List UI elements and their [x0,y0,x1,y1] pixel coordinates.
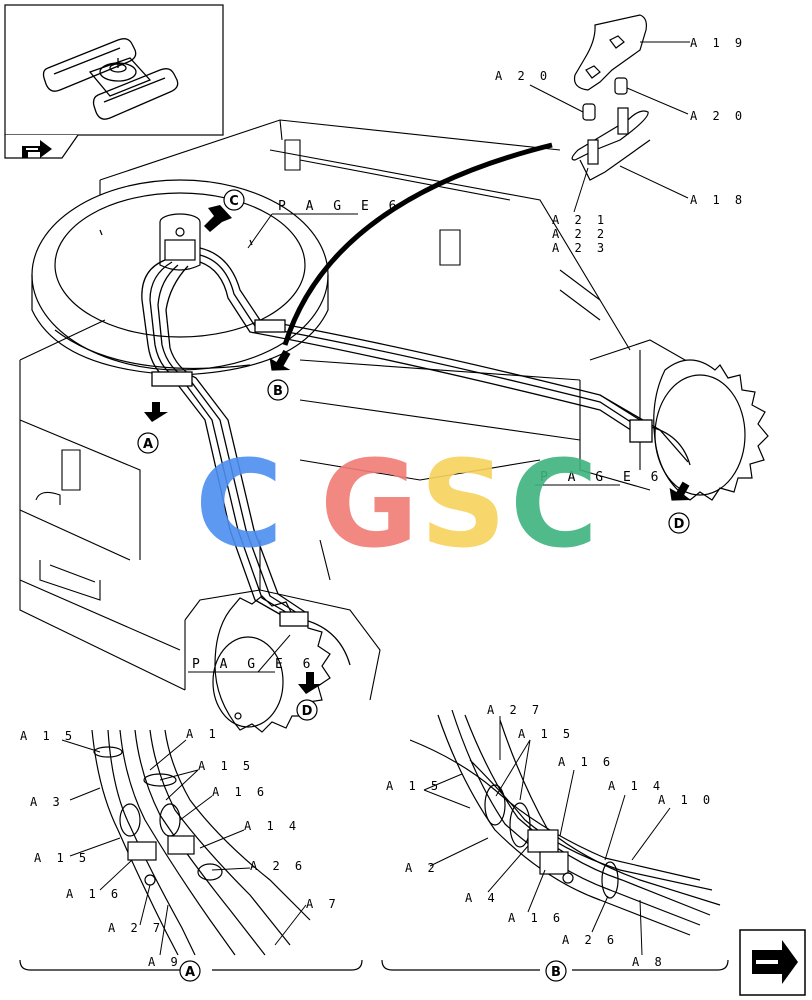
svg-text:A 2 7: A 2 7 [487,703,543,717]
next-page-arrow-icon [752,940,798,984]
svg-text:A: A [143,437,153,452]
svg-text:A 1 5: A 1 5 [386,779,442,793]
svg-text:A 2 7: A 2 7 [108,921,164,935]
detail-a-title[interactable]: A [179,960,201,982]
svg-text:A 3: A 3 [30,795,64,809]
svg-text:A 2 3: A 2 3 [552,241,608,255]
next-page-button[interactable] [739,929,806,996]
detail-b-labels: A 2 7 A 1 5 A 1 5 A 1 6 A 1 4 A 1 0 A 2 … [381,703,729,971]
detail-b-title[interactable]: B [545,960,567,982]
callout-circle-d-bottom[interactable]: D [296,699,318,721]
callout-circle-a[interactable]: A [137,432,159,454]
right-sprocket [653,359,769,501]
svg-text:A 1 9: A 1 9 [690,36,746,50]
svg-text:A 1 5: A 1 5 [518,727,574,741]
svg-text:P A G E 6: P A G E 6 [278,199,402,214]
hose-bundle [141,247,691,666]
bracket-detail [571,14,651,181]
svg-text:P A G E 6: P A G E 6 [540,470,664,485]
svg-text:A 2 6: A 2 6 [250,859,306,873]
svg-text:A 1 6: A 1 6 [558,755,614,769]
svg-text:A 1 6: A 1 6 [508,911,564,925]
bracket-labels: A 1 9 A 2 0 A 2 0 A 1 8 A 2 1 A 2 2 A 2 … [495,36,746,255]
svg-text:A 1 4: A 1 4 [608,779,664,793]
watermark: C G S C [195,436,598,575]
svg-text:D: D [674,517,685,532]
page-ref-top[interactable]: P A G E 6 [247,199,402,249]
svg-text:A 1 5: A 1 5 [20,729,76,743]
detail-b [409,709,721,936]
watermark-letter: C [510,436,598,575]
svg-text:A 1: A 1 [186,727,220,741]
svg-text:A 1 8: A 1 8 [690,193,746,207]
page-arrow-icon[interactable] [22,140,52,158]
svg-text:A 2 6: A 2 6 [562,933,618,947]
svg-text:P A G E 6: P A G E 6 [192,657,316,672]
machine-inset-icon [42,38,179,120]
svg-text:A 8: A 8 [632,955,666,969]
inset-box[interactable] [4,4,224,159]
watermark-letter: S [420,436,506,575]
svg-text:B: B [551,965,561,980]
svg-text:A 2 0: A 2 0 [495,69,551,83]
watermark-letter: G [320,436,419,575]
callout-circle-d-right[interactable]: D [668,512,690,534]
svg-text:C: C [229,194,239,209]
svg-text:A 7: A 7 [306,897,340,911]
page-ref-bottom[interactable]: P A G E 6 [188,634,316,673]
rotary-joint [159,213,201,271]
svg-text:A 2: A 2 [405,861,439,875]
watermark-letter: C [195,436,283,575]
svg-text:B: B [273,384,283,399]
undercarriage-frame [19,119,731,701]
svg-text:A 2 0: A 2 0 [690,109,746,123]
svg-text:A 9: A 9 [148,955,182,969]
page-ref-right[interactable]: P A G E 6 [535,470,664,486]
detail-a-labels: A 1 5 A 1 A 1 5 A 3 A 1 6 A 1 4 A 1 5 A … [19,727,363,971]
callout-circle-c[interactable]: C [223,189,245,211]
svg-text:A: A [185,965,195,980]
svg-text:A 1 6: A 1 6 [66,887,122,901]
svg-text:A 1 0: A 1 0 [658,793,714,807]
svg-text:A 1 4: A 1 4 [244,819,300,833]
svg-text:A 1 5: A 1 5 [34,851,90,865]
svg-text:A 1 6: A 1 6 [212,785,268,799]
svg-text:A 1 5: A 1 5 [198,759,254,773]
callout-circle-b[interactable]: B [267,379,289,401]
callout-arrows [144,205,691,694]
svg-text:A 4: A 4 [465,891,499,905]
leader-to-detail [282,142,553,346]
svg-text:A 2 1: A 2 1 [552,213,608,227]
svg-text:A 2 2: A 2 2 [552,227,608,241]
svg-text:D: D [302,704,313,719]
